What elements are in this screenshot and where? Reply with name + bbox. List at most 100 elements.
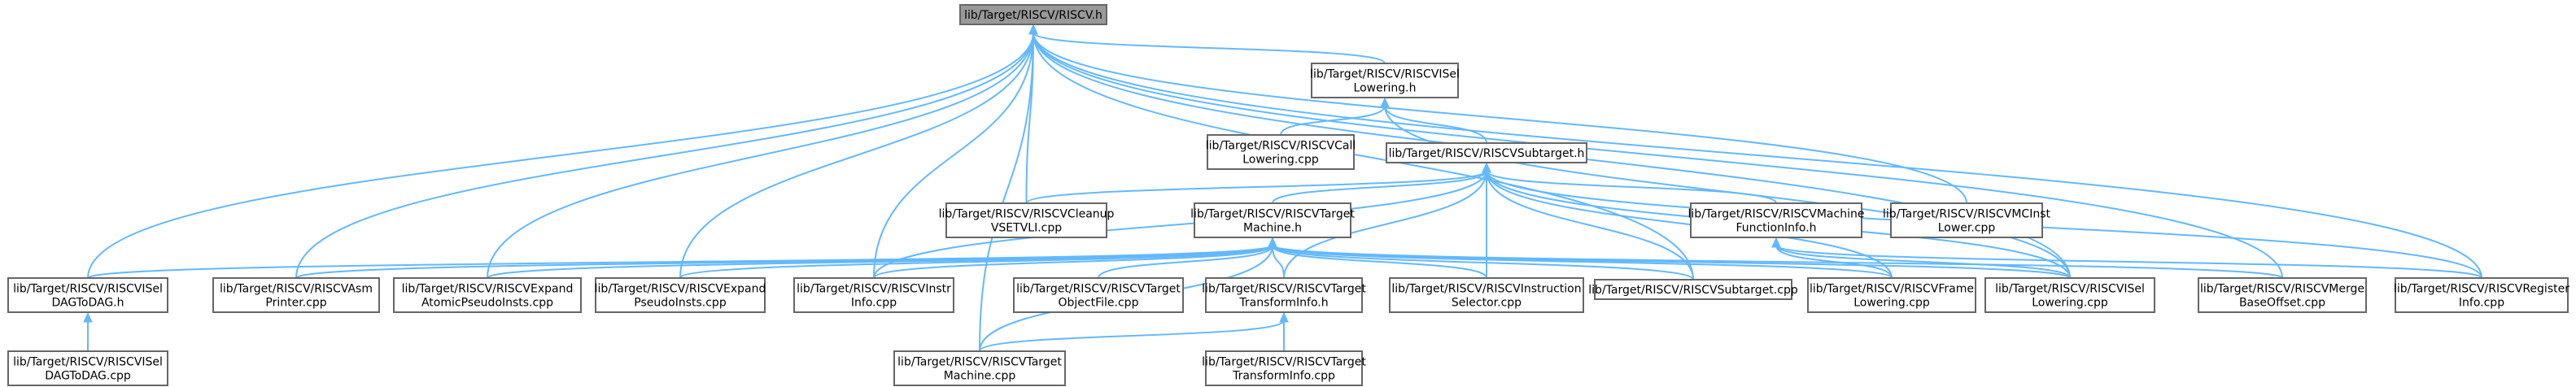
node-box: [1807, 277, 1976, 313]
edge-subtarget_cpp-to-riscv_h: [1033, 32, 1694, 280]
edge-target_machine_cpp-to-riscv_h: [979, 32, 1034, 352]
node-label: lib/Target/RISCV/RISCVExpand: [402, 283, 574, 296]
node-label: lib/Target/RISCV/RISCVTarget: [1016, 283, 1181, 296]
node-box: [7, 277, 168, 313]
edge-register_info-to-machine_function_info_h: [1775, 245, 2482, 279]
node-subtarget-cpp[interactable]: lib/Target/RISCV/RISCVSubtarget.cpp: [1588, 279, 1798, 300]
node-label: lib/Target/RISCV/RISCVTarget: [897, 356, 1062, 369]
edge-register_info-to-riscv_h: [1033, 32, 2482, 279]
node-box: [595, 277, 766, 313]
edge-asm_printer-to-target_machine_h: [295, 245, 1273, 279]
edge-subtarget_cpp-to-target_machine_h: [1272, 245, 1694, 280]
node-label: Lowering.cpp: [2032, 297, 2108, 310]
edge-asm_printer-to-riscv_h: [295, 32, 1034, 279]
edge-target_machine_cpp-to-target_transform_info_h: [979, 320, 1285, 352]
node-box: [1386, 142, 1587, 163]
node-label: Info.cpp: [851, 297, 897, 310]
node-box: [1594, 279, 1792, 300]
node-label: lib/Target/RISCV/RISCVMerge: [2200, 283, 2364, 296]
edge-expand_atomic-to-riscv_h: [487, 32, 1034, 279]
node-label: lib/Target/RISCV/RISCVTarget: [1190, 208, 1355, 221]
edge-expand_atomic-to-target_machine_h: [487, 245, 1273, 279]
edge-target_transform_info_h-to-target_machine_h: [1272, 245, 1285, 279]
node-label: Printer.cpp: [265, 297, 326, 310]
node-label: Machine.h: [1243, 222, 1302, 235]
arrowhead-register_info-to-machine_function_info_h: [1771, 237, 1781, 248]
node-box: [1311, 63, 1459, 98]
node-merge-base-offset[interactable]: lib/Target/RISCV/RISCVMergeBaseOffset.cp…: [2198, 277, 2367, 313]
arrowhead-register_info-to-riscv_h: [1028, 24, 1038, 35]
node-label: Lower.cpp: [1938, 222, 1996, 235]
node-target-transform-info-cpp[interactable]: lib/Target/RISCV/RISCVTargetTransformInf…: [1202, 350, 1366, 386]
edge-isel_dagtodag_h-to-riscv_h: [87, 32, 1034, 279]
node-label: ObjectFile.cpp: [1059, 297, 1139, 310]
node-box: [393, 277, 582, 313]
edge-frame_lowering-to-machine_function_info_h: [1775, 245, 1893, 279]
node-box: [2395, 277, 2569, 313]
node-label: BaseOffset.cpp: [2239, 297, 2325, 310]
node-machine-function-info-h[interactable]: lib/Target/RISCV/RISCVMachineFunctionInf…: [1688, 202, 1865, 238]
node-label: FunctionInfo.h: [1736, 222, 1816, 235]
node-label: DAGToDAG.h: [52, 297, 124, 310]
node-label: lib/Target/RISCV/RISCVFrame: [1810, 283, 1974, 296]
node-box: [1207, 134, 1355, 170]
node-box: [1690, 202, 1862, 238]
node-instruction-selector[interactable]: lib/Target/RISCV/RISCVInstructionSelecto…: [1389, 277, 1584, 313]
node-box: [1389, 277, 1584, 313]
edge-mcinst_lower-to-riscv_h: [1033, 32, 1967, 204]
edge-target_object_file-to-target_machine_h: [1098, 245, 1273, 279]
arrowhead-register_info-to-subtarget_h: [1482, 162, 1491, 173]
node-label: lib/Target/RISCV/RISCVCleanup: [939, 208, 1115, 221]
node-label: lib/Target/RISCV/RISCVExpand: [595, 283, 766, 296]
node-target-transform-info-h[interactable]: lib/Target/RISCV/RISCVTargetTransformInf…: [1202, 277, 1366, 313]
node-label: lib/Target/RISCV/RISCVISel: [13, 283, 163, 296]
node-box: [893, 350, 1066, 386]
node-box: [1984, 277, 2155, 313]
node-label: Selector.cpp: [1452, 297, 1522, 310]
node-box: [1013, 277, 1184, 313]
edge-instr_info-to-riscv_h: [873, 32, 1034, 279]
node-label: lib/Target/RISCV/RISCVInstr: [797, 283, 951, 296]
node-label: Lowering.cpp: [1853, 297, 1930, 310]
node-label: DAGToDAG.cpp: [45, 370, 131, 383]
edge-cleanup_vsetvli-to-subtarget_h: [1025, 170, 1487, 204]
node-riscv-h[interactable]: lib/Target/RISCV/RISCV.h: [959, 4, 1107, 25]
node-label: lib/Target/RISCV/RISCVMachine: [1688, 208, 1865, 221]
edges-layer: [83, 24, 2482, 352]
node-label: lib/Target/RISCV/RISCVTarget: [1202, 356, 1366, 369]
node-label: TransformInfo.h: [1238, 297, 1328, 310]
node-box: [1890, 202, 2043, 238]
node-expand-pseudo[interactable]: lib/Target/RISCV/RISCVExpandPseudoInsts.…: [595, 277, 766, 313]
nodes-layer: lib/Target/RISCV/RISCV.h lib/Target/RISCV…: [7, 4, 2569, 386]
node-subtarget-h[interactable]: lib/Target/RISCV/RISCVSubtarget.h: [1386, 142, 1587, 163]
node-label: lib/Target/RISCV/RISCVSubtarget.cpp: [1588, 284, 1798, 297]
node-box: [7, 350, 168, 386]
edge-expand_pseudo-to-riscv_h: [679, 32, 1034, 279]
node-label: lib/Target/RISCV/RISCVTarget: [1202, 283, 1366, 296]
edge-isel_lowering_h-to-riscv_h: [1033, 32, 1386, 64]
edge-instruction_selector-to-target_machine_h: [1272, 245, 1487, 279]
edge-instr_info-to-subtarget_h: [873, 170, 1487, 279]
node-expand-atomic[interactable]: lib/Target/RISCV/RISCVExpandAtomicPseudo…: [393, 277, 582, 313]
edge-frame_lowering-to-subtarget_h: [1486, 170, 1893, 279]
node-label: Info.cpp: [2459, 297, 2504, 310]
edge-subtarget_cpp-to-subtarget_h: [1486, 170, 1694, 280]
node-box: [793, 277, 954, 313]
edge-target_transform_info_h-to-subtarget_h: [1283, 170, 1487, 279]
node-label: lib/Target/RISCV/RISCVISel: [13, 356, 163, 369]
node-target-object-file[interactable]: lib/Target/RISCV/RISCVTargetObjectFile.c…: [1013, 277, 1184, 313]
